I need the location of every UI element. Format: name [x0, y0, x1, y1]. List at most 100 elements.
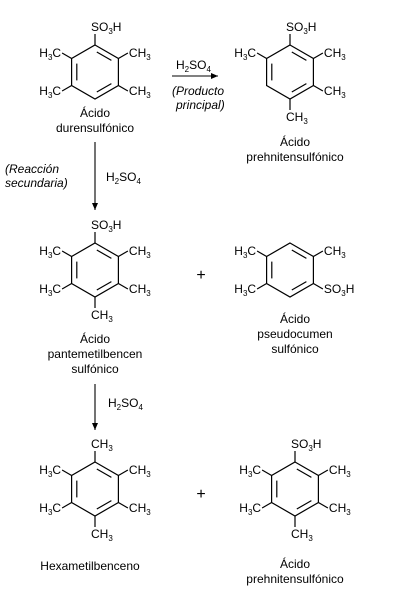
substituent-ll: H3C — [39, 501, 61, 517]
substituent-ll: H3C — [39, 84, 61, 100]
note-secondary-line1: (Reacción — [5, 162, 59, 176]
benzene-ring — [70, 461, 120, 517]
caption-prehnitensulfonic-main-line1: Ácido — [280, 134, 310, 149]
substituent-bond — [61, 501, 72, 509]
substituent-bond — [256, 52, 267, 60]
substituent-ul: H3C — [39, 244, 61, 260]
substituent-lr: CH3 — [129, 501, 151, 517]
caption-pseudocumene-line2: pseudocumen — [257, 327, 332, 341]
substituent-bond — [313, 52, 324, 60]
substituent-bond — [256, 250, 267, 258]
substituent-top: SO3H — [91, 218, 121, 234]
substituent-ur: CH3 — [129, 46, 151, 62]
double-bond — [291, 281, 307, 291]
substituent-bond — [61, 282, 72, 290]
double-bond — [296, 468, 312, 478]
substituent-bond — [61, 469, 72, 477]
substituent-bottom: CH3 — [91, 308, 113, 324]
double-bond — [96, 500, 112, 510]
substituent-bottom: CH3 — [286, 110, 308, 126]
substituent-top: SO3H — [91, 20, 121, 36]
substituent-bond — [318, 469, 329, 477]
substituent-ul: H3C — [239, 463, 261, 479]
benzene-ring — [266, 242, 314, 298]
substituent-lr: CH3 — [129, 282, 151, 298]
benzene-ring — [70, 242, 120, 298]
substituent-top: SO3H — [291, 437, 321, 453]
substituent-bond — [261, 501, 272, 509]
caption-pseudocumene-line3: sulfónico — [271, 342, 319, 356]
substituent-lr: SO3H — [324, 282, 354, 298]
substituent-ur: CH3 — [324, 46, 346, 62]
caption-durensulfonic-line2: durensulfónico — [56, 121, 134, 135]
substituent-ul: H3C — [234, 46, 256, 62]
substituent-bond — [61, 52, 72, 60]
substituent-bond — [318, 501, 329, 509]
substituent-bond — [313, 84, 324, 92]
caption-prehnitensulfonic-byproduct-line1: Ácido — [280, 556, 310, 571]
plus-sign-row3: + — [196, 486, 205, 503]
substituent-lr: CH3 — [324, 84, 346, 100]
substituent-ur: CH3 — [329, 463, 351, 479]
substituent-ul: H3C — [39, 463, 61, 479]
reagent-h2so4-secondary: H2SO4 — [106, 170, 141, 186]
benzene-ring — [70, 44, 120, 100]
substituent-ll: H3C — [234, 282, 256, 298]
caption-pentamethyl-line1: Ácido — [80, 331, 110, 346]
substituent-ul: H3C — [234, 244, 256, 260]
substituent-ur: CH3 — [129, 463, 151, 479]
substituent-bond — [261, 469, 272, 477]
benzene-ring — [266, 44, 314, 100]
caption-pentamethyl-line2: pantemetilbencen — [48, 347, 143, 361]
substituent-bond — [61, 250, 72, 258]
double-bond — [96, 281, 112, 291]
substituent-top: CH3 — [91, 437, 113, 453]
substituent-top: SO3H — [286, 20, 316, 36]
substituent-lr: CH3 — [329, 501, 351, 517]
substituent-ur: CH3 — [129, 244, 151, 260]
substituent-ul: H3C — [39, 46, 61, 62]
substituent-bottom: CH3 — [91, 527, 113, 543]
substituent-lr: CH3 — [129, 84, 151, 100]
substituent-bottom: CH3 — [291, 527, 313, 543]
substituent-bond — [61, 84, 72, 92]
substituent-bond — [118, 501, 129, 509]
double-bond — [96, 51, 112, 61]
double-bond — [291, 249, 307, 259]
reagent-h2so4-third: H2SO4 — [108, 396, 143, 412]
caption-prehnitensulfonic-byproduct-line2: prehnitensulfónico — [246, 572, 344, 586]
caption-pseudocumene-line1: Ácido — [280, 311, 310, 326]
substituent-bond — [313, 282, 324, 290]
substituent-bond — [118, 250, 129, 258]
substituent-ur: CH3 — [324, 244, 346, 260]
substituent-bond — [118, 469, 129, 477]
benzene-ring — [271, 461, 319, 517]
plus-sign-row2: + — [196, 267, 205, 284]
caption-prehnitensulfonic-main-line2: prehnitensulfónico — [246, 150, 344, 164]
caption-hexamethylbenzene: Hexametilbenceno — [40, 559, 140, 573]
substituent-bond — [118, 282, 129, 290]
substituent-bond — [313, 250, 324, 258]
caption-durensulfonic-line1: Ácido — [80, 105, 110, 120]
substituent-ll: H3C — [39, 282, 61, 298]
note-main-product-line2: principal) — [175, 98, 225, 112]
substituent-bond — [118, 84, 129, 92]
note-secondary-line2: secundaria) — [5, 176, 68, 190]
double-bond — [96, 468, 112, 478]
double-bond — [291, 51, 307, 61]
reagent-h2so4-main: H2SO4 — [176, 58, 211, 74]
double-bond — [296, 500, 312, 510]
substituent-bond — [118, 52, 129, 60]
double-bond — [96, 249, 112, 259]
substituent-bond — [256, 282, 267, 290]
double-bond — [291, 83, 307, 93]
double-bond — [96, 83, 112, 93]
